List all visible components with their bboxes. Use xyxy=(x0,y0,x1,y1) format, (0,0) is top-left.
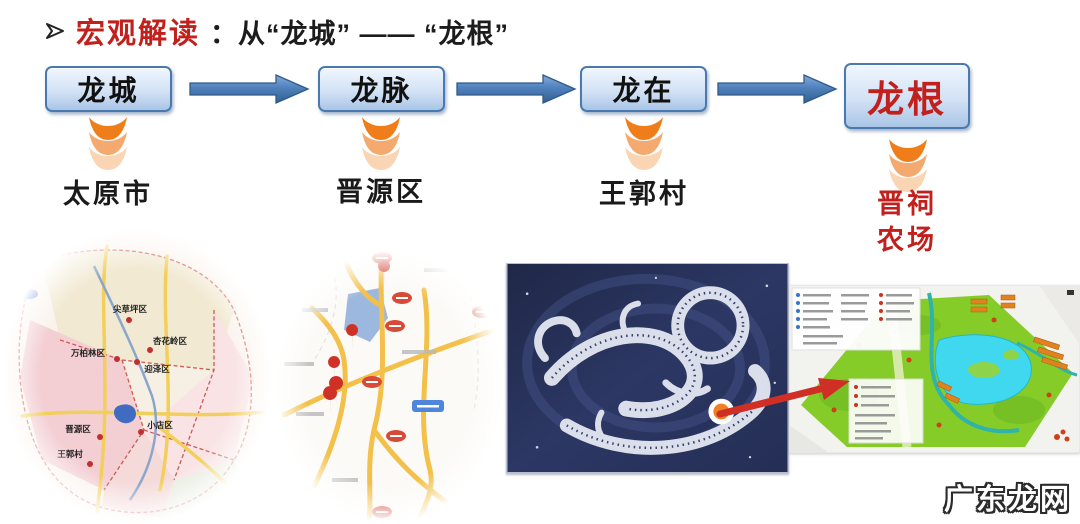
district-label: 尖草坪区 xyxy=(113,304,148,314)
title-highlight: 宏观解读 xyxy=(76,18,201,50)
arrowhead-right-icon xyxy=(46,23,64,39)
location-marker-dot xyxy=(713,403,730,420)
right-arrow-icon xyxy=(189,74,310,104)
jinci-farm-master-plan-image xyxy=(789,285,1080,453)
place-label-taiyuan: 太原市 xyxy=(63,179,153,209)
district-label: 迎泽区 xyxy=(144,364,170,374)
flow-box-label: 龙根 xyxy=(867,79,947,120)
down-chevrons-icon xyxy=(625,117,663,170)
flow-box-longcheng: 龙城 xyxy=(45,66,172,112)
dragon-pattern-aerial-image xyxy=(506,263,789,473)
title-rest: ：从“龙城” —— “龙根” xyxy=(210,18,510,49)
plan-legend xyxy=(791,287,924,444)
right-arrow-icon xyxy=(456,74,577,104)
flow-box-label: 龙城 xyxy=(77,75,140,106)
down-chevrons-icon xyxy=(362,117,400,170)
district-label: 王郭村 xyxy=(57,449,83,459)
down-chevrons-icon xyxy=(89,117,127,170)
place-label-line: 晋祠 xyxy=(877,189,937,219)
flow-box-longmai: 龙脉 xyxy=(318,66,445,112)
flow-box-longzai: 龙在 xyxy=(580,66,707,112)
watermark: 广东龙网 xyxy=(943,484,1072,516)
down-chevrons-icon xyxy=(889,139,927,192)
district-label: 万柏林区 xyxy=(70,348,106,358)
place-label-line: 农场 xyxy=(877,225,937,255)
place-label-wangguo: 王郭村 xyxy=(599,179,689,209)
flow-box-label: 龙脉 xyxy=(350,75,413,106)
place-label-jinyuan: 晋源区 xyxy=(336,177,426,207)
flow-box-longgen: 龙根 xyxy=(844,63,970,129)
flow-box-label: 龙在 xyxy=(612,75,675,106)
right-arrow-icon xyxy=(717,74,838,104)
district-label: 小店区 xyxy=(146,420,173,430)
district-label: 杏花岭区 xyxy=(153,336,188,346)
jinyuan-road-map-image xyxy=(274,250,504,524)
taiyuan-district-map-image: 尖草坪区 杏花岭区 万柏林区 迎泽区 晋源区 小店区 王郭村 xyxy=(2,228,272,524)
slide-title: 宏观解读 ：从“龙城” —— “龙根” xyxy=(44,10,509,52)
district-label: 晋源区 xyxy=(65,424,91,434)
place-label-jinci-farm: 晋祠 农场 xyxy=(817,186,997,258)
